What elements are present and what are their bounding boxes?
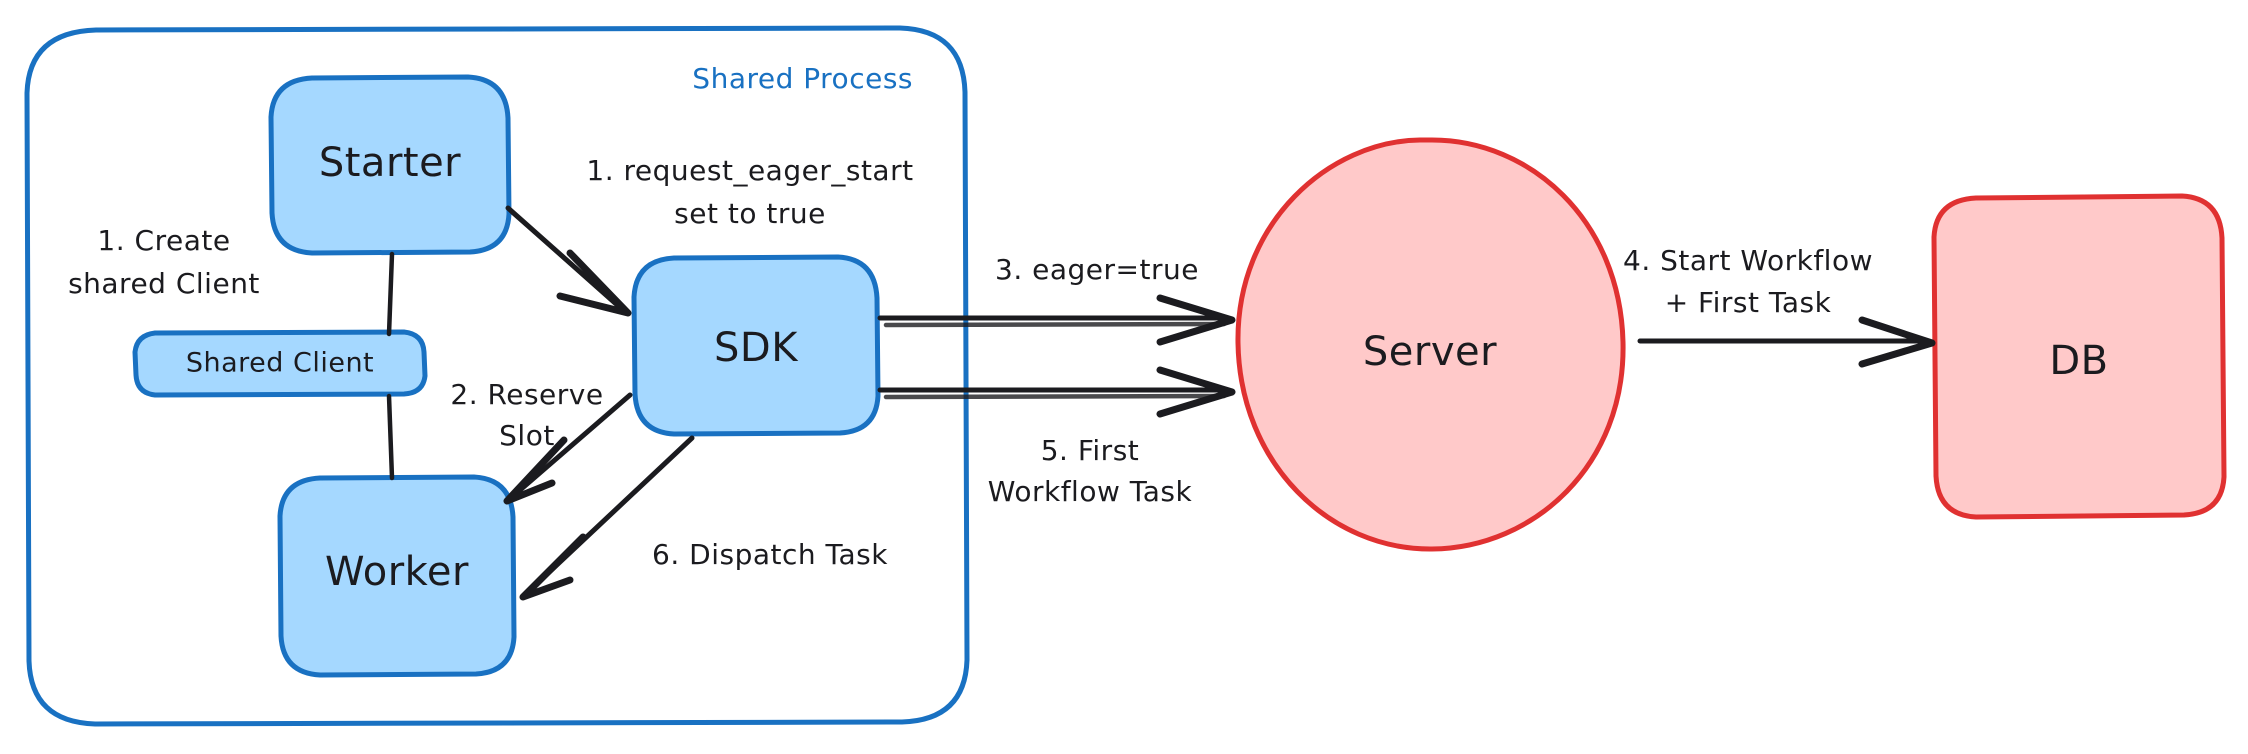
request-eager-start-arrowhead [556, 249, 632, 317]
shared-process-group[interactable]: Shared Process [24, 25, 970, 727]
request-eager-start-label-line1: 1. request_eager_start [586, 154, 913, 187]
starter-shape[interactable] [268, 74, 512, 256]
dispatch-task-arrowhead [519, 533, 587, 601]
starter-label: Starter [319, 140, 461, 186]
reserve-slot-label-line1: 2. Reserve [450, 378, 603, 411]
db-label: DB [2049, 338, 2108, 384]
node-shared-client[interactable]: Shared Client [132, 329, 428, 398]
node-starter[interactable]: Starter [268, 74, 512, 256]
shared-client-worker-line[interactable] [386, 393, 395, 481]
edge-request-eager-start[interactable]: 1. request_eager_start set to true [505, 154, 914, 317]
shared-client-shape[interactable] [132, 329, 428, 398]
edge-dispatch-task[interactable]: 6. Dispatch Task [519, 435, 888, 601]
request-eager-start-label-line2: set to true [674, 197, 826, 230]
reserve-slot-arrowhead [503, 436, 568, 505]
dispatch-task-label-line1: 6. Dispatch Task [652, 538, 888, 571]
reserve-slot-line[interactable] [509, 392, 633, 500]
eager-true-arrowhead [1156, 294, 1236, 346]
shared-client-label: Shared Client [186, 348, 374, 379]
first-workflow-task-arrowhead [1156, 366, 1236, 418]
start-workflow-label-line2: + First Task [1665, 286, 1832, 319]
shared-process-label: Shared Process [692, 62, 913, 95]
server-label: Server [1363, 329, 1497, 375]
first-workflow-task-label-line1: 5. First [1041, 434, 1140, 467]
create-shared-client-label-line1: 1. Create [97, 224, 230, 257]
node-sdk[interactable]: SDK [631, 254, 881, 437]
node-db[interactable]: DB [1931, 193, 2227, 520]
node-worker[interactable]: Worker [277, 474, 517, 678]
edge-create-shared-client[interactable]: 1. Create shared Client [68, 224, 395, 337]
server-shape[interactable] [1235, 137, 1626, 552]
db-shape[interactable] [1931, 193, 2227, 520]
request-eager-start-line-sketch [509, 209, 623, 310]
sdk-shape[interactable] [631, 254, 881, 437]
reserve-slot-label-line2: Slot [499, 419, 555, 452]
edge-first-workflow-task[interactable]: 5. First Workflow Task [877, 366, 1236, 508]
create-shared-client-line[interactable] [386, 251, 395, 337]
worker-label: Worker [325, 549, 469, 595]
start-workflow-arrowhead [1858, 316, 1936, 368]
sdk-label: SDK [714, 325, 799, 371]
create-shared-client-label-line2: shared Client [68, 267, 260, 300]
eager-true-line-sketch [883, 321, 1227, 328]
edge-start-workflow[interactable]: 4. Start Workflow + First Task [1623, 244, 1936, 368]
node-server[interactable]: Server [1235, 137, 1626, 552]
start-workflow-label-line1: 4. Start Workflow [1623, 244, 1873, 277]
edge-eager-true[interactable]: 3. eager=true [877, 253, 1236, 346]
first-workflow-task-line-sketch [883, 393, 1227, 400]
shared-process-frame[interactable] [24, 25, 970, 727]
edge-reserve-slot[interactable]: 2. Reserve Slot [450, 378, 633, 505]
first-workflow-task-label-line2: Workflow Task [988, 475, 1193, 508]
eager-true-label: 3. eager=true [995, 253, 1199, 286]
edge-shared-client-worker[interactable] [386, 393, 395, 481]
